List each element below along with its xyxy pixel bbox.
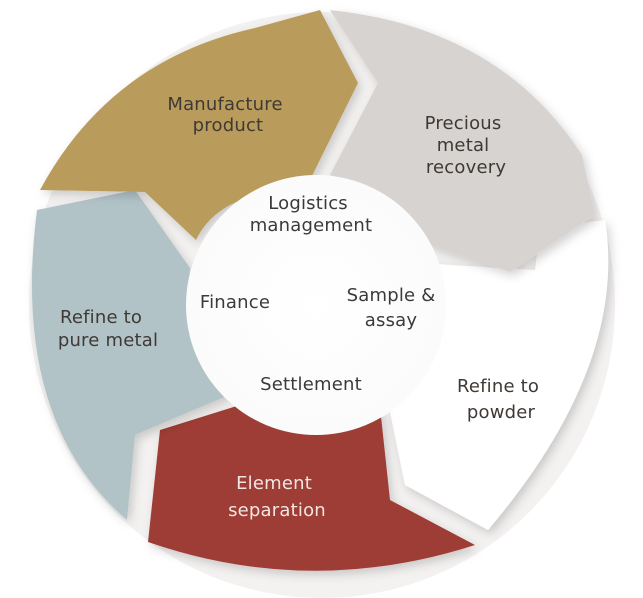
pure-line-2: pure metal <box>58 330 158 351</box>
element-line-2: separation <box>228 500 326 521</box>
powder-line-2: powder <box>467 402 536 423</box>
refine-to-powder-label: Refine to powder <box>457 376 545 423</box>
precious-line-1: Precious <box>425 113 502 134</box>
center-disc <box>186 175 446 435</box>
finance-label: Finance <box>200 292 270 313</box>
element-separation-label: Element separation <box>228 473 326 521</box>
logistics-line-1: Logistics <box>268 193 348 214</box>
logistics-management-label: Logistics management <box>250 193 373 236</box>
sample-line-1: Sample & <box>347 285 436 306</box>
manufacture-line-2: product <box>193 115 264 136</box>
precious-metal-recovery-label: Precious metal recovery <box>425 113 508 178</box>
refine-to-pure-metal-label: Refine to pure metal <box>58 307 158 351</box>
powder-line-1: Refine to <box>457 376 539 397</box>
manufacture-product-label: Manufacture product <box>167 94 288 136</box>
segment-refine-to-pure-metal <box>31 190 236 520</box>
precious-line-2: metal <box>437 135 490 156</box>
pure-line-1: Refine to <box>60 307 142 328</box>
precious-line-3: recovery <box>426 157 507 178</box>
logistics-line-2: management <box>250 215 373 236</box>
element-line-1: Element <box>236 473 312 494</box>
sample-assay-label: Sample & assay <box>347 285 442 331</box>
manufacture-line-1: Manufacture <box>167 94 282 115</box>
settlement-label: Settlement <box>260 374 362 395</box>
sample-line-2: assay <box>365 310 418 331</box>
segment-element-separation <box>148 405 475 571</box>
